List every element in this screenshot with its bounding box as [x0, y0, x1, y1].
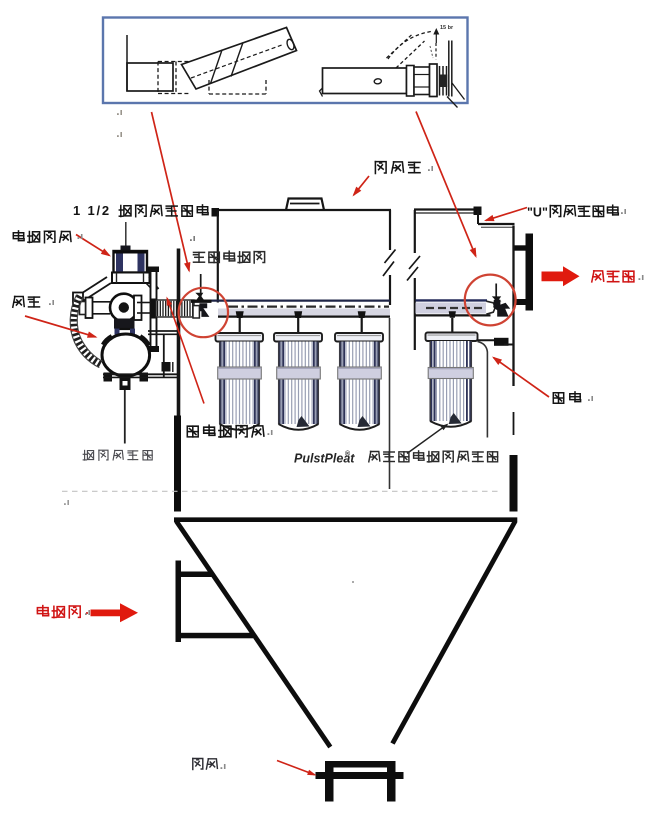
svg-text:1 1/2: 1 1/2	[73, 203, 111, 218]
svg-text:"U": "U"	[527, 206, 548, 220]
svg-text:15 br: 15 br	[440, 25, 454, 31]
svg-text:PulstPleat: PulstPleat	[294, 452, 355, 466]
svg-text:®: ®	[345, 450, 351, 458]
